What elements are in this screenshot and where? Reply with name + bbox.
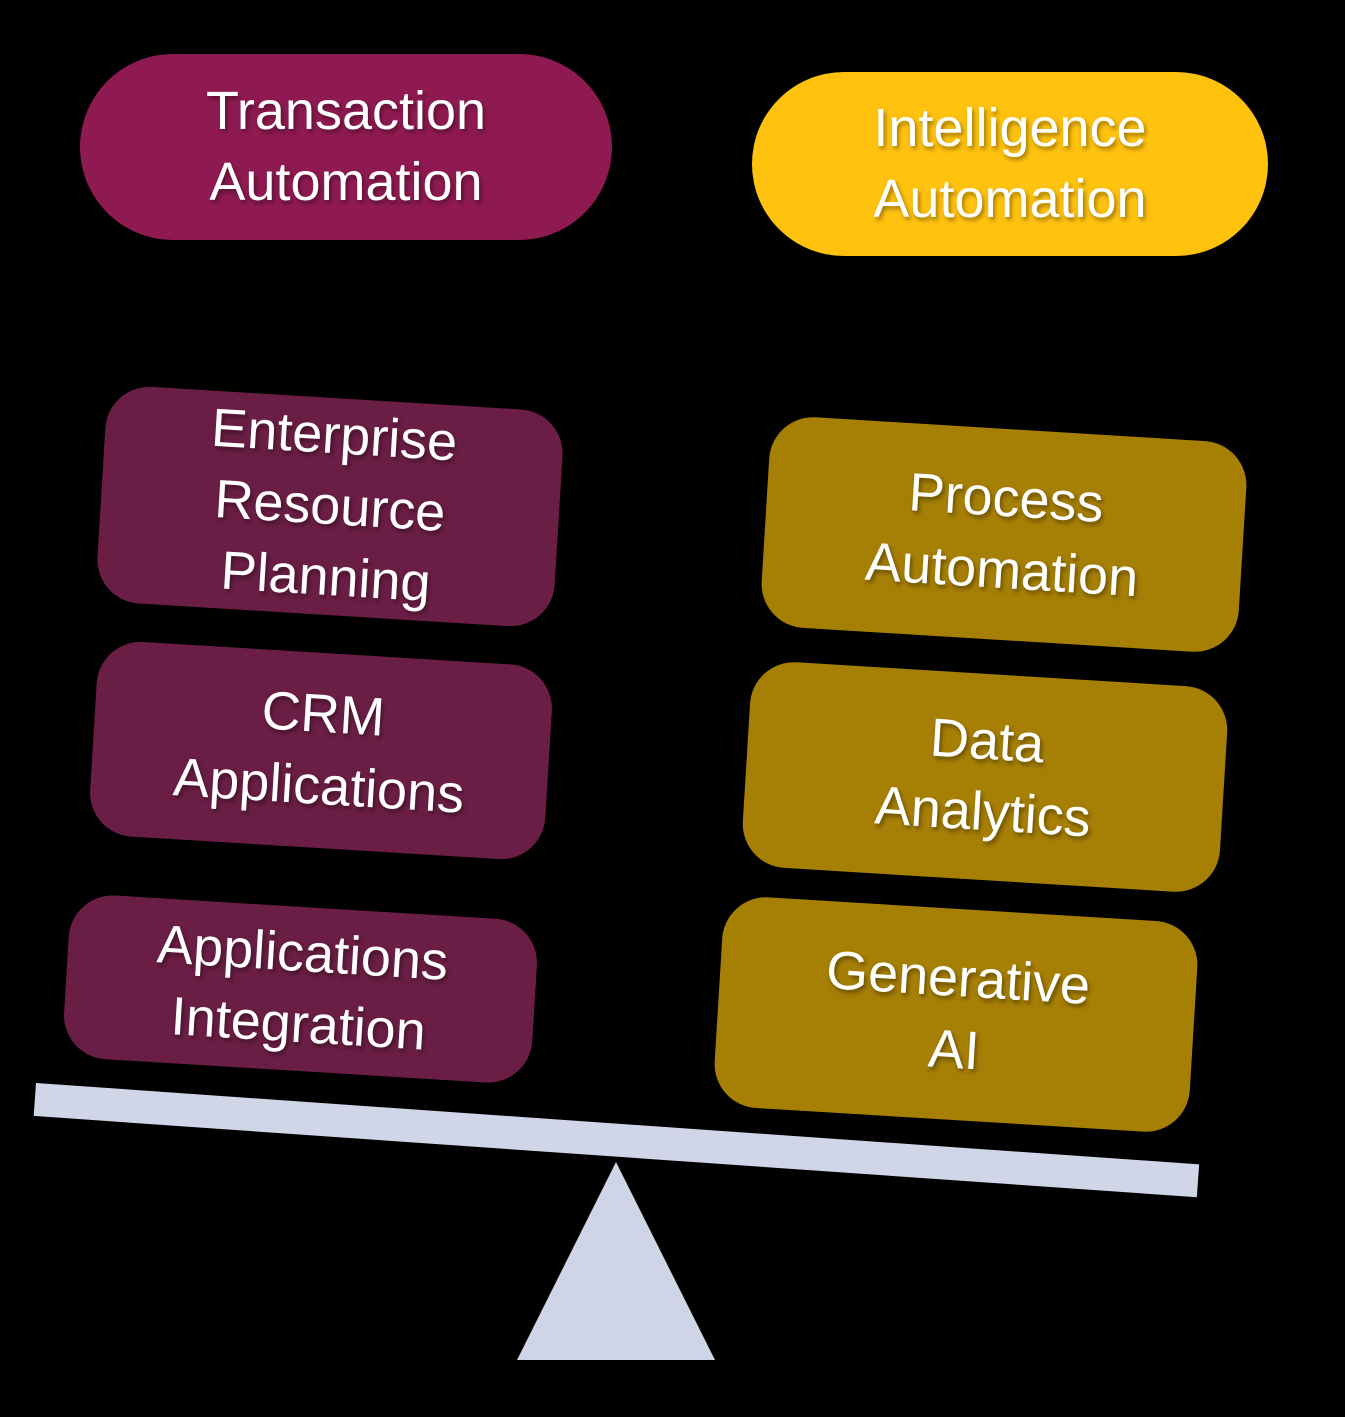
header-line: Automation [873,169,1147,229]
box-label-line: Data [928,707,1046,775]
box-process-automation: Process Automation [759,414,1249,655]
box-enterprise-resource-planning: Enterprise Resource Planning [94,384,566,629]
box-label-line: Integration [169,986,428,1062]
header-line: Automation [209,152,483,212]
box-label-line: Process [907,462,1106,535]
balance-fulcrum-triangle [517,1162,715,1360]
header-pill-intelligence-automation: Intelligence Automation [752,72,1268,256]
box-label-line: Applications [171,746,467,825]
box-label-line: Generative [824,940,1092,1017]
box-label-line: CRM [259,680,387,748]
box-label-line: Automation [863,531,1141,608]
box-applications-integration: Applications Integration [61,892,540,1086]
box-label-line: AI [926,1017,982,1081]
box-label-line: Analytics [873,775,1093,849]
header-line: Intelligence [873,97,1147,158]
box-data-analytics: Data Analytics [740,659,1230,895]
box-crm-applications: CRM Applications [87,639,555,862]
header-pill-transaction-automation: Transaction Automation [80,54,612,240]
box-label-line: Planning [218,540,433,614]
header-line: Transaction [205,80,487,141]
box-generative-ai: Generative AI [712,894,1200,1135]
